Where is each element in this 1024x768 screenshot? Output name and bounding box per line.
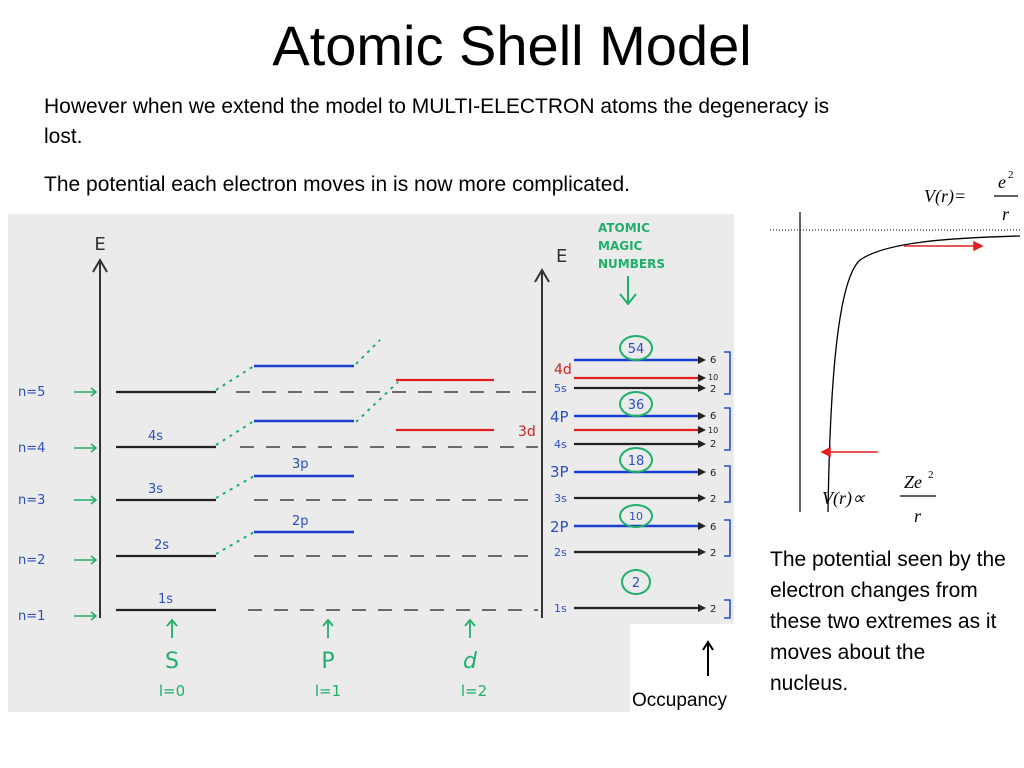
slide-title: Atomic Shell Model (272, 14, 752, 77)
magic-header-line: ATOMIC (598, 221, 650, 235)
label-2p-right: 2P (550, 518, 569, 536)
occupancy-value: 2 (710, 384, 716, 395)
occupancy-arrow-icon (702, 640, 714, 676)
top-formula-den: r (1002, 204, 1010, 224)
n-label: n=4 (18, 441, 45, 456)
label-4d: 4d (554, 362, 572, 378)
bottom-formula-lhs: V(r)∝ (822, 488, 866, 509)
l-label: l=2 (461, 682, 487, 700)
magic-header-line: NUMBERS (598, 257, 665, 271)
magic-header-line: MAGIC (598, 239, 643, 253)
label-3s-right: 3s (554, 492, 567, 505)
label-3s: 3s (148, 482, 163, 497)
magic-number: 54 (628, 342, 645, 357)
magic-number: 10 (629, 510, 643, 523)
magic-number: 18 (628, 454, 645, 469)
potential-graph: V(r)= e 2 r V(r)∝ Ze 2 r (768, 160, 1024, 526)
energy-level-svg: E n=5 n=4 n=3 n=2 n=1 (18, 221, 731, 700)
occupancy-value: 6 (710, 468, 716, 479)
occupancy-callout (630, 624, 754, 720)
bottom-formula-sup: 2 (928, 469, 934, 481)
label-4s-right: 4s (554, 438, 567, 451)
occupancy-value: 6 (710, 522, 716, 533)
energy-level-diagram: E n=5 n=4 n=3 n=2 n=1 (8, 214, 734, 712)
left-axis-arrowhead (92, 258, 108, 273)
label-3p-right: 3P (550, 463, 569, 481)
potential-svg-bottom: r (914, 506, 922, 526)
top-formula-num: e (998, 172, 1006, 192)
left-axis-label: E (94, 234, 105, 255)
occupancy-label: Occupancy (632, 690, 728, 711)
l-label: l=0 (159, 682, 185, 700)
label-1s-right: 1s (554, 602, 567, 615)
magic-number: 36 (628, 398, 645, 413)
label-3d: 3d (518, 424, 536, 440)
label-4s: 4s (148, 429, 163, 444)
label-5s: 5s (554, 382, 567, 395)
occupancy-value: 10 (708, 426, 718, 435)
label-2p: 2p (292, 514, 309, 529)
occupancy-value: 2 (710, 604, 716, 615)
label-2s: 2s (154, 538, 169, 553)
label-1s: 1s (158, 592, 173, 607)
orbital-p: P (321, 649, 334, 674)
label-4p-right: 4P (550, 408, 569, 426)
l-label: l=1 (315, 682, 341, 700)
potential-explanation: The potential seen by the electron chang… (770, 548, 1006, 695)
occupancy-value: 6 (710, 355, 716, 366)
occupancy-value: 2 (710, 494, 716, 505)
label-3p: 3p (292, 457, 309, 472)
occupancy-value: 2 (710, 439, 716, 450)
bottom-formula-num: Ze (904, 472, 922, 492)
right-axis-arrowhead (534, 268, 550, 283)
orbital-s: S (165, 649, 179, 674)
magic-number: 2 (632, 576, 640, 591)
right-axis-label: E (556, 246, 567, 267)
orbital-d: d (463, 649, 478, 674)
n-label: n=1 (18, 609, 45, 624)
n-label: n=3 (18, 493, 45, 508)
intro-paragraph: However when we extend the model to MULT… (44, 95, 830, 148)
potential-paragraph: The potential each electron moves in is … (44, 173, 630, 196)
potential-svg: V(r)= e 2 r V(r)∝ Ze 2 (770, 169, 1022, 513)
potential-curve (827, 235, 1021, 513)
bottom-formula-den: r (914, 506, 922, 526)
top-formula-sup: 2 (1008, 169, 1014, 181)
label-2s-right: 2s (554, 546, 567, 559)
n-label: n=5 (18, 385, 45, 400)
n-label: n=2 (18, 553, 45, 568)
occupancy-value: 6 (710, 411, 716, 422)
occupancy-value: 2 (710, 548, 716, 559)
top-formula-lhs: V(r)= (924, 186, 966, 207)
occupancy-value: 10 (708, 373, 718, 382)
